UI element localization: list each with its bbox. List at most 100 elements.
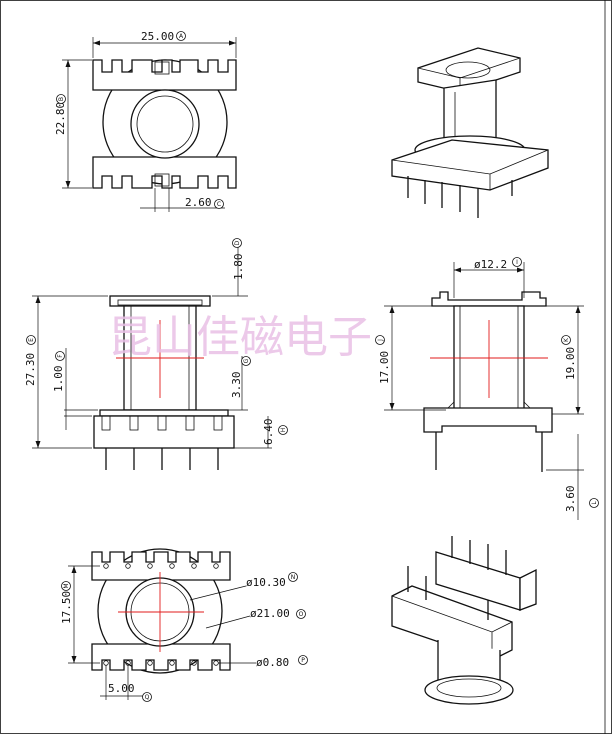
dim-i-tag-circle bbox=[512, 257, 522, 267]
iso2-tube-flange-inner bbox=[436, 678, 502, 698]
dim-k-arrow-bottom bbox=[575, 407, 581, 414]
dim-n-tag-circle bbox=[288, 572, 298, 582]
dim-m-value: 17.50 bbox=[60, 591, 73, 624]
dim-b-tag: B bbox=[58, 97, 65, 101]
dim-e-arrow-bottom bbox=[35, 441, 41, 448]
watermark-text: 昆山佳磁电子 bbox=[108, 312, 372, 363]
dim-o-tag-circle bbox=[296, 609, 306, 619]
front-view-top-flange-inner bbox=[117, 299, 203, 306]
bottom-view-upper-rail bbox=[91, 551, 231, 581]
dim-m-arrow-bottom bbox=[71, 656, 77, 663]
dim-a-tag: A bbox=[179, 33, 184, 40]
top-view: 25.00 A 22.80 B 2.60 C bbox=[54, 30, 237, 212]
dim-d-value: 1.80 bbox=[232, 254, 245, 281]
dim-j-tag-circle bbox=[375, 335, 385, 345]
side-view-base bbox=[423, 407, 553, 433]
dim-o-value: ø21.00 bbox=[250, 607, 290, 620]
dim-o-leader bbox=[205, 615, 251, 629]
dim-n-tag: N bbox=[291, 574, 296, 581]
dim-l-tag-circle bbox=[589, 498, 599, 508]
top-view-lower-notch bbox=[154, 173, 170, 187]
dim-i-arrow-left bbox=[454, 267, 461, 273]
front-view-pin-block bbox=[93, 415, 235, 449]
dim-g-tag: G bbox=[243, 358, 250, 363]
front-view-slot bbox=[157, 415, 167, 431]
dim-d-tag-circle bbox=[232, 238, 242, 248]
dim-o-tag: O bbox=[299, 611, 304, 618]
dim-l-tag: L bbox=[591, 501, 598, 505]
iso1-top-flange bbox=[417, 47, 521, 93]
front-view-pins bbox=[105, 448, 219, 470]
iso2-tube-flange bbox=[424, 675, 514, 705]
bottom-view: 17.50 M ø10.30 N ø21.00 O ø0.80 P 5.00 Q bbox=[60, 548, 308, 702]
dim-k-arrow-top bbox=[575, 306, 581, 313]
dim-l-value: 3.60 bbox=[564, 486, 577, 513]
dim-a-arrow-left bbox=[93, 40, 100, 46]
dim-j-tag: J bbox=[377, 339, 384, 342]
dim-i-tag: I bbox=[516, 259, 518, 266]
dim-a-tag-circle bbox=[176, 31, 186, 41]
dim-b-arrow-bottom bbox=[65, 181, 71, 188]
side-view: ø12.2 I 17.00 J 19.00 K 3.60 L bbox=[375, 257, 599, 520]
dim-b-arrow-top bbox=[65, 60, 71, 67]
iso1-pins bbox=[407, 176, 513, 218]
iso2-pin-bar-side bbox=[519, 568, 537, 611]
top-view-upper-notch bbox=[154, 61, 170, 75]
pin-hole bbox=[213, 563, 219, 569]
pin-hole bbox=[103, 660, 109, 666]
isometric-view-bottom bbox=[391, 536, 537, 705]
dim-g-tag-circle bbox=[241, 356, 251, 366]
bottom-view-flange-circle bbox=[97, 548, 223, 674]
dim-n-leader bbox=[189, 585, 247, 601]
pin-hole bbox=[191, 660, 197, 666]
dim-b-tag-circle bbox=[56, 94, 66, 104]
top-view-tube-inner bbox=[136, 95, 194, 153]
dim-m-tag-circle bbox=[61, 581, 71, 591]
front-view-bottom-flange bbox=[99, 409, 229, 417]
front-view: 1.80 D 27.30 E 1.00 F 3.30 G 6.40 H bbox=[24, 238, 288, 470]
dim-d-tag: D bbox=[234, 240, 241, 245]
front-view-slot bbox=[101, 415, 111, 431]
dim-q-value: 5.00 bbox=[108, 682, 135, 695]
dim-e-arrow-top bbox=[35, 296, 41, 303]
dim-p-tag-circle bbox=[298, 655, 308, 665]
dim-c-tag: C bbox=[217, 201, 221, 208]
pin-hole bbox=[169, 563, 175, 569]
dim-q-tag-circle bbox=[142, 692, 152, 702]
pin-hole bbox=[191, 563, 197, 569]
top-view-upper-rail bbox=[92, 59, 237, 91]
iso2-base-block bbox=[391, 585, 513, 661]
front-view-block-slots bbox=[101, 415, 223, 431]
dim-j-arrow-bottom bbox=[389, 403, 395, 410]
iso1-base-edges bbox=[391, 149, 549, 190]
dim-g-value: 3.30 bbox=[230, 372, 243, 399]
top-view-tube-outer bbox=[130, 89, 200, 159]
dim-q-tag: Q bbox=[145, 694, 150, 701]
dim-f-tag-circle bbox=[55, 351, 65, 361]
iso2-pins bbox=[407, 536, 507, 620]
dim-e-tag: E bbox=[28, 338, 35, 342]
front-view-top-flange bbox=[109, 295, 211, 307]
pin-hole bbox=[147, 660, 153, 666]
front-view-slot bbox=[213, 415, 223, 431]
dim-k-tag: K bbox=[563, 337, 570, 342]
pin-hole bbox=[213, 660, 219, 666]
dim-h-tag-circle bbox=[278, 425, 288, 435]
top-view-lower-rail bbox=[92, 156, 237, 189]
dim-j-arrow-top bbox=[389, 306, 395, 313]
pin-hole bbox=[147, 563, 153, 569]
dim-h-tag: H bbox=[280, 428, 287, 433]
dim-f-tag: F bbox=[57, 354, 64, 358]
side-view-chamfer-left bbox=[447, 401, 455, 409]
dim-p-tag: P bbox=[301, 657, 305, 664]
dim-c-value: 2.60 bbox=[185, 196, 212, 209]
side-view-top-flange bbox=[431, 291, 547, 307]
dim-n-value: ø10.30 bbox=[246, 576, 286, 589]
dim-k-tag-circle bbox=[561, 335, 571, 345]
dim-e-tag-circle bbox=[26, 335, 36, 345]
dim-p-value: ø0.80 bbox=[256, 656, 289, 669]
isometric-view-top bbox=[391, 47, 549, 218]
dim-f-value: 1.00 bbox=[52, 366, 65, 393]
dim-j-value: 17.00 bbox=[378, 351, 391, 384]
iso1-base-block bbox=[391, 139, 549, 191]
